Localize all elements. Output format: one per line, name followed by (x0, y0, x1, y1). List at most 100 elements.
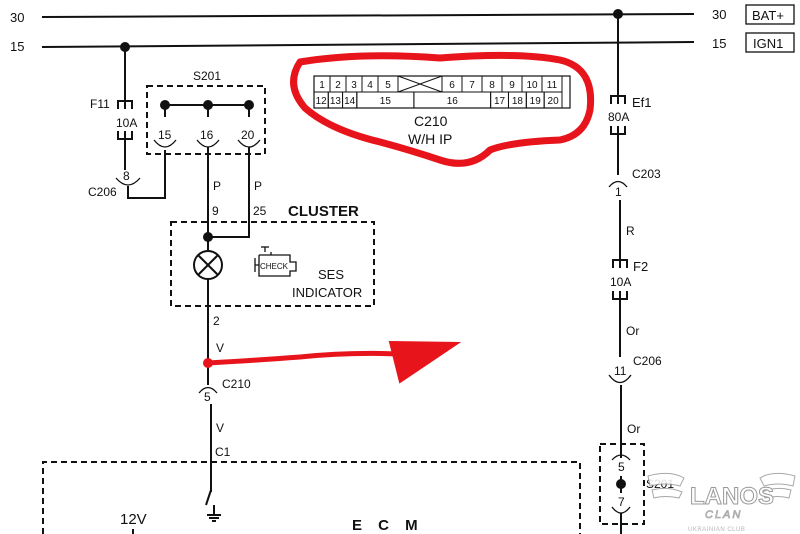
cluster-pin-9: 9 (212, 204, 219, 218)
ecm-label: E C M (352, 517, 421, 534)
ign1-tag: IGN1 (753, 36, 783, 51)
rail-15-wire (41, 41, 695, 48)
s201-right-pin5-cup-icon (611, 454, 631, 461)
c210-pin-label: 7 (469, 80, 475, 91)
c210-detail-name: C210 (414, 113, 448, 129)
fuse-f11-bottom-icon (117, 131, 133, 140)
c210-pin-label: 20 (548, 96, 560, 107)
wire-20-color: P (254, 179, 262, 193)
cluster-pin-25: 25 (253, 204, 267, 218)
wire-v-color-1: V (216, 341, 224, 355)
wing-left-icon (647, 472, 685, 499)
c210-pin-label: 8 (489, 80, 495, 91)
highlight-arrow-shaft (205, 350, 403, 366)
c210-pin-label: 11 (547, 80, 558, 91)
c210-bottom-cell (543, 91, 563, 109)
highlight-circle-c210 (290, 51, 595, 167)
wire-v-color-2: V (216, 421, 224, 435)
c210-pin-label: 15 (380, 96, 392, 107)
watermark-line3: UKRAINIAN CLUB (688, 527, 745, 533)
c210-pin-label: 12 (316, 96, 328, 107)
wires-to-cluster: P P 9 25 (207, 147, 267, 238)
lower-left: V 5 C210 V C1 12V E C M (42, 341, 581, 534)
s201-pin-20: 20 (241, 128, 255, 142)
fuse-f2-rating: 10A (610, 275, 631, 289)
check-engine-text: CHECK (260, 262, 289, 271)
s201-pin-15: 15 (158, 128, 172, 142)
s201-box (146, 85, 266, 155)
watermark-logo: LANOS CLAN UKRAINIAN CLUB (647, 472, 796, 533)
cluster-title: CLUSTER (288, 203, 359, 220)
fuse-ef1-name: Ef1 (632, 95, 652, 110)
rail-15-right-label: 15 (712, 36, 726, 51)
wire-16-color: P (213, 179, 221, 193)
indicator-label: INDICATOR (292, 285, 362, 300)
c210-pin5-cup-icon (198, 386, 218, 394)
c210-pin-label: 16 (447, 96, 459, 107)
connector-c206-pin8-icon (115, 177, 141, 186)
ecm-voltage: 12V (120, 511, 147, 528)
c206-pin-8: 8 (123, 169, 130, 183)
watermark-line2: CLAN (705, 509, 742, 521)
ecm-pin-c1: C1 (215, 445, 231, 459)
c203-name: C203 (632, 167, 661, 181)
c210-pin-label: 9 (509, 80, 515, 91)
c210-pin-label: 19 (530, 96, 542, 107)
c210-pin-label: 2 (335, 80, 341, 91)
left-branch: F11 10A 8 C206 (88, 42, 166, 199)
c210-blank-cavity-icon (397, 75, 443, 93)
c210-pin-label: 4 (367, 80, 373, 91)
wire-or-color-1: Or (626, 324, 639, 338)
c210-pin-label: 13 (330, 96, 342, 107)
s201-pin-16: 16 (200, 128, 214, 142)
wing-right-icon (759, 472, 796, 499)
cluster-pin-2: 2 (213, 314, 220, 328)
rail-30-wire (41, 13, 695, 18)
fuse-ef1-top-icon (610, 95, 626, 104)
fuse-f11-name: F11 (90, 97, 110, 111)
rail-15: 15 15 IGN1 (10, 32, 795, 54)
c210-pin-label: 3 (351, 80, 357, 91)
splice-s201-left: S201 15 16 20 (146, 69, 266, 155)
watermark-line1: LANOS (690, 483, 774, 510)
ground-icon (207, 505, 221, 522)
c210-pin-5: 5 (204, 390, 211, 404)
wire-or-color-2: Or (627, 422, 640, 436)
c210-pin-label: 5 (385, 80, 391, 91)
fuse-f11-rating: 10A (116, 116, 137, 130)
fuse-f2-bottom-icon (612, 291, 628, 300)
rail-30: 30 30 BAT+ (10, 4, 795, 25)
c210-pin-label: 1 (319, 80, 325, 91)
bat-plus-tag: BAT+ (752, 8, 784, 23)
fuse-ef1-bottom-icon (610, 126, 626, 135)
right-branch: Ef1 80A 1 C203 R F2 10A Or C206 11 Or 5 … (599, 9, 674, 534)
cluster-box (170, 221, 375, 307)
s201-right-pin-7: 7 (618, 495, 625, 509)
lamp-icon (193, 250, 223, 280)
cluster: CLUSTER CHECK SES INDICATOR 2 (170, 203, 375, 360)
c206-pin-11: 11 (614, 364, 627, 378)
ses-label: SES (318, 267, 344, 282)
rail-30-right-label: 30 (712, 7, 726, 22)
ecm-box (42, 461, 581, 534)
red-annotations (203, 51, 595, 384)
s201-right-pin-5: 5 (618, 460, 625, 474)
s201-pin15-cup-icon (153, 139, 177, 148)
c210-detail-subtitle: W/H IP (408, 131, 452, 147)
bat-plus-tag-box (745, 4, 795, 25)
check-engine-icon (254, 246, 297, 277)
rail-15-left-label: 15 (10, 39, 24, 54)
c210-pin-label: 6 (449, 80, 455, 91)
fuse-ef1-rating: 80A (608, 110, 629, 124)
c206-name-left: C206 (88, 185, 117, 199)
c206-name-right: C206 (633, 354, 662, 368)
c210-pin-label: 10 (526, 80, 538, 91)
wire-20-to-cluster-25 (208, 147, 250, 238)
c210-name: C210 (222, 377, 251, 391)
c203-pin-1: 1 (615, 185, 622, 199)
c210-pin-label: 14 (344, 96, 356, 107)
ign1-tag-box (745, 32, 795, 53)
fuse-f2-name: F2 (633, 259, 648, 274)
